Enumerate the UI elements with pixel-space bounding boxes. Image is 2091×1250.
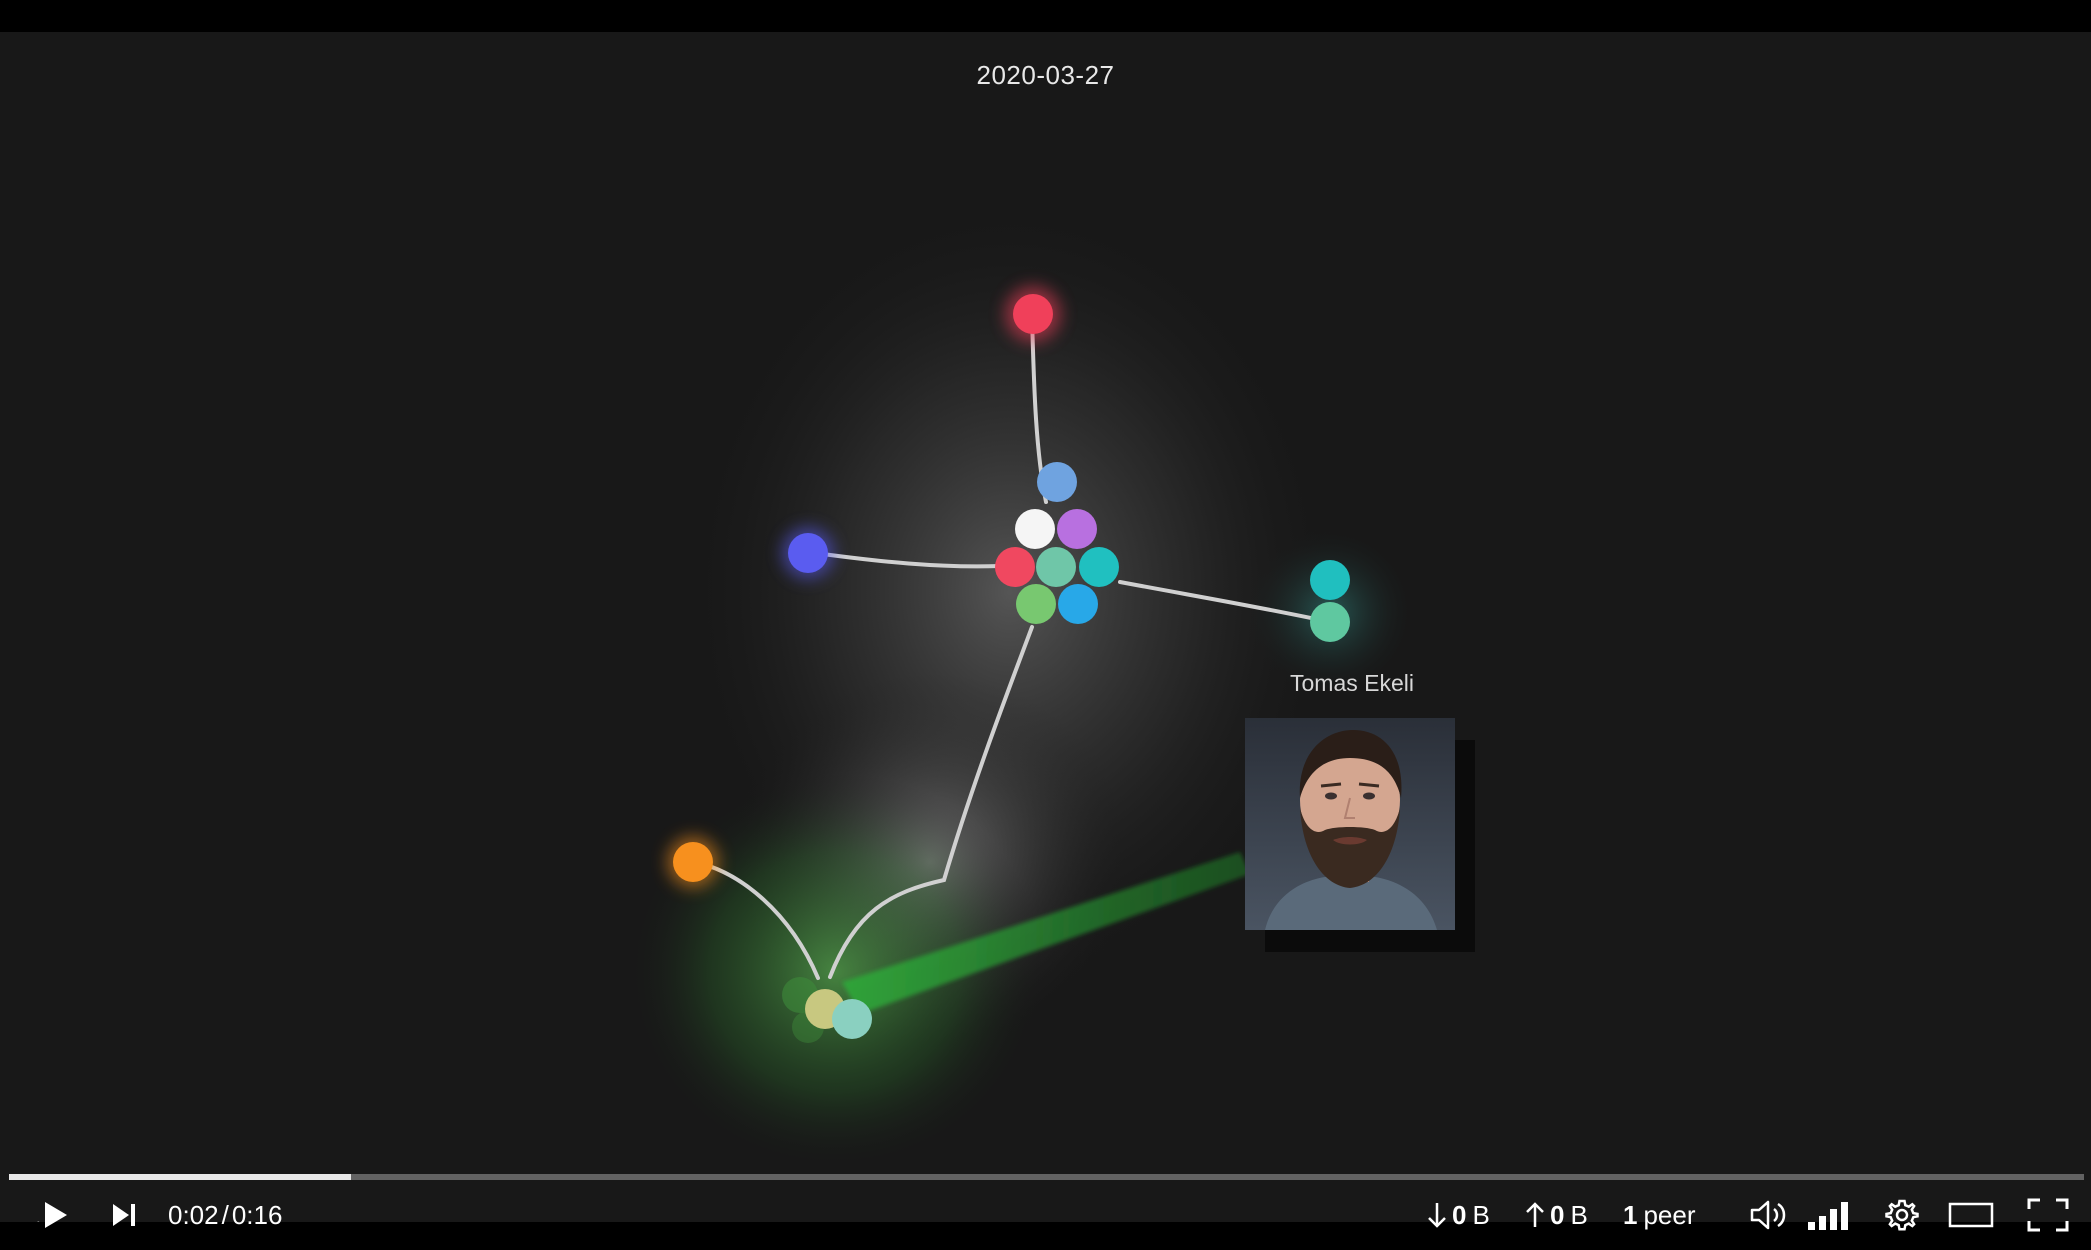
peer-label: peer	[1643, 1200, 1696, 1230]
node-right-teal	[1310, 560, 1350, 600]
volume-icon	[1750, 1200, 1786, 1230]
watermark: getgource	[6, 1214, 122, 1222]
green-glow	[625, 772, 1045, 1172]
play-icon	[45, 1202, 67, 1228]
gource-visualization	[625, 192, 1415, 1172]
gear-icon	[1885, 1199, 1919, 1231]
node-white	[1015, 509, 1055, 549]
progress-bar[interactable]	[9, 1174, 2084, 1180]
download-unit: B	[1472, 1200, 1490, 1230]
play-button[interactable]	[36, 1184, 76, 1246]
current-time: 0:02	[168, 1200, 219, 1230]
node-green	[1016, 584, 1056, 624]
volume-button[interactable]	[1746, 1184, 1794, 1246]
node-right-mint	[1310, 602, 1350, 642]
download-value: 0	[1452, 1200, 1467, 1230]
quality-button[interactable]	[1804, 1184, 1854, 1246]
node-purple	[1057, 509, 1097, 549]
date-label: 2020-03-27	[976, 60, 1115, 90]
file-nodes	[673, 294, 1350, 1043]
node-orange	[673, 842, 713, 882]
commit-beam	[842, 852, 1250, 1014]
arrow-down-icon	[1428, 1203, 1446, 1228]
bearded-man-portrait	[1245, 718, 1455, 930]
node-teal	[1079, 547, 1119, 587]
next-icon	[113, 1204, 135, 1226]
peer-count: 1	[1623, 1200, 1638, 1230]
arrow-up-icon	[1526, 1202, 1544, 1227]
node-top	[1013, 294, 1053, 334]
theater-mode-icon	[1948, 1202, 1994, 1228]
upload-unit: B	[1570, 1200, 1588, 1230]
next-button[interactable]	[104, 1184, 144, 1246]
theater-mode-button[interactable]	[1946, 1184, 1996, 1246]
time-display: 0:02/0:16	[168, 1184, 282, 1246]
upload-stat: 0 B	[1524, 1184, 1588, 1246]
signal-bars-icon	[1808, 1202, 1848, 1230]
user-avatar	[1245, 718, 1455, 930]
node-sky	[1058, 584, 1098, 624]
edge-right	[1118, 580, 1332, 624]
upload-value: 0	[1550, 1200, 1565, 1230]
node-upper-blue	[1037, 462, 1077, 502]
node-red	[995, 547, 1035, 587]
fullscreen-icon	[2027, 1198, 2069, 1232]
time-separator: /	[221, 1200, 229, 1230]
node-pale-teal	[832, 999, 872, 1039]
progress-fill	[9, 1174, 351, 1180]
settings-button[interactable]	[1880, 1184, 1924, 1246]
peers-stat: 1 peer	[1623, 1184, 1696, 1246]
node-mint	[1036, 547, 1076, 587]
download-stat: 0 B	[1426, 1184, 1490, 1246]
video-frame[interactable]: 2020-03-27 Tomas Ekeli	[0, 32, 2091, 1222]
node-indigo	[788, 533, 828, 573]
duration: 0:16	[231, 1200, 283, 1230]
control-bar: 0:02/0:16 0 B 0 B 1 peer	[0, 1184, 2091, 1246]
user-name: Tomas Ekeli	[1290, 670, 1414, 696]
edge-down	[828, 625, 1034, 979]
fullscreen-button[interactable]	[2024, 1184, 2072, 1246]
